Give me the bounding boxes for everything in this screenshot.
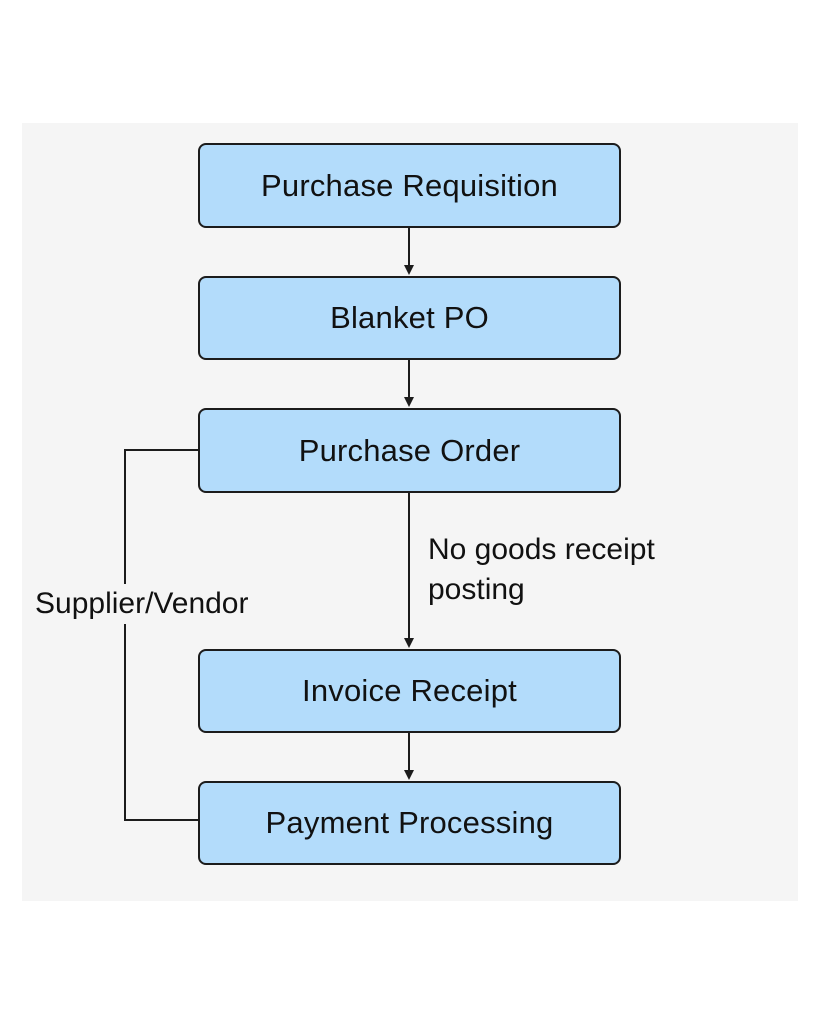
node-label: Invoice Receipt <box>302 673 517 708</box>
edge-label-supplier-vendor: Supplier/Vendor <box>35 584 251 624</box>
node-purchase-requisition: Purchase Requisition <box>198 143 621 228</box>
supplier-vendor-connector <box>124 449 199 821</box>
node-purchase-order: Purchase Order <box>198 408 621 493</box>
node-invoice-receipt: Invoice Receipt <box>198 649 621 733</box>
edge-label-line: posting <box>428 573 525 606</box>
node-label: Payment Processing <box>265 805 554 840</box>
node-label: Purchase Order <box>298 432 521 468</box>
edge-label-line: No goods receipt <box>428 533 655 566</box>
node-label: Purchase Requisition <box>261 167 558 203</box>
node-blanket-po: Blanket PO <box>198 276 621 360</box>
node-label: Blanket PO <box>330 300 489 335</box>
edge-label-no-goods-receipt: No goods receipt posting <box>428 530 655 610</box>
node-payment-processing: Payment Processing <box>198 781 621 865</box>
